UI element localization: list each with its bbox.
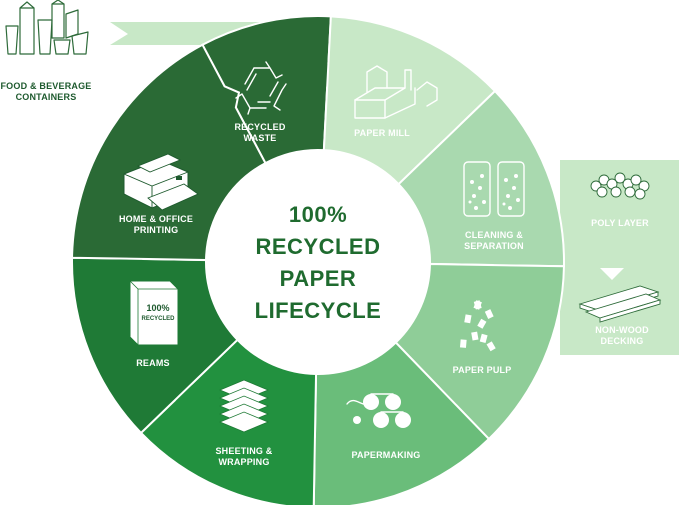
printing-label-line2: PRINTING (134, 225, 179, 235)
food-containers-label-line2: CONTAINERS (16, 92, 77, 102)
center-title-line4: LIFECYCLE (255, 298, 382, 323)
recycle-icon (235, 61, 287, 115)
cleaning-label-line2: SEPARATION (464, 241, 524, 251)
cleaning-label-line1: CLEANING & (465, 230, 523, 240)
center-circle (206, 150, 430, 374)
sheeting-label-line2: WRAPPING (218, 457, 269, 467)
side-label-decking: NON-WOOD DECKING (595, 325, 649, 346)
recycled-waste-label-line2: WASTE (243, 133, 276, 143)
paper-pulp-label: PAPER PULP (453, 365, 512, 375)
decking-label-line1: NON-WOOD (595, 325, 649, 335)
center-title-line3: PAPER (280, 266, 357, 291)
center-title-line1: 100% (289, 202, 347, 227)
stage-label-sheeting: SHEETING & WRAPPING (215, 446, 272, 467)
paper-rollers-icon (346, 393, 411, 428)
separation-jars-icon (463, 161, 525, 217)
ream-package-icon: 100% RECYCLED (129, 280, 179, 346)
recycled-waste-label-line1: RECYCLED (234, 122, 285, 132)
poly-layer-label: POLY LAYER (591, 218, 649, 228)
printer-icon (123, 153, 199, 211)
papermaking-label: PAPERMAKING (351, 450, 420, 460)
food-containers-icon (5, 0, 89, 55)
poly-pellets-icon (590, 172, 650, 200)
stage-label-cleaning: CLEANING & SEPARATION (464, 230, 524, 251)
decking-label-line2: DECKING (601, 336, 644, 346)
paper-stack-icon (218, 379, 270, 433)
center-title: 100% RECYCLED PAPER LIFECYCLE (255, 202, 382, 323)
stage-label-printing: HOME & OFFICE PRINTING (119, 214, 193, 235)
reams-label: REAMS (136, 358, 170, 368)
center-title-line2: RECYCLED (255, 234, 380, 259)
ream-icon-label-line2: RECYCLED (141, 316, 175, 322)
sheeting-label-line1: SHEETING & (215, 446, 272, 456)
side-label-food-containers: FOOD & BEVERAGE CONTAINERS (0, 81, 91, 102)
ream-icon-label-line1: 100% (146, 303, 169, 313)
paper-pulp-icon (459, 300, 496, 352)
decking-boards-icon (578, 285, 662, 323)
printing-label-line1: HOME & OFFICE (119, 214, 193, 224)
food-containers-label-line1: FOOD & BEVERAGE (0, 81, 91, 91)
stage-label-recycled-waste: RECYCLED WASTE (234, 122, 285, 143)
factory-icon (354, 65, 438, 119)
paper-mill-label: PAPER MILL (354, 128, 410, 138)
